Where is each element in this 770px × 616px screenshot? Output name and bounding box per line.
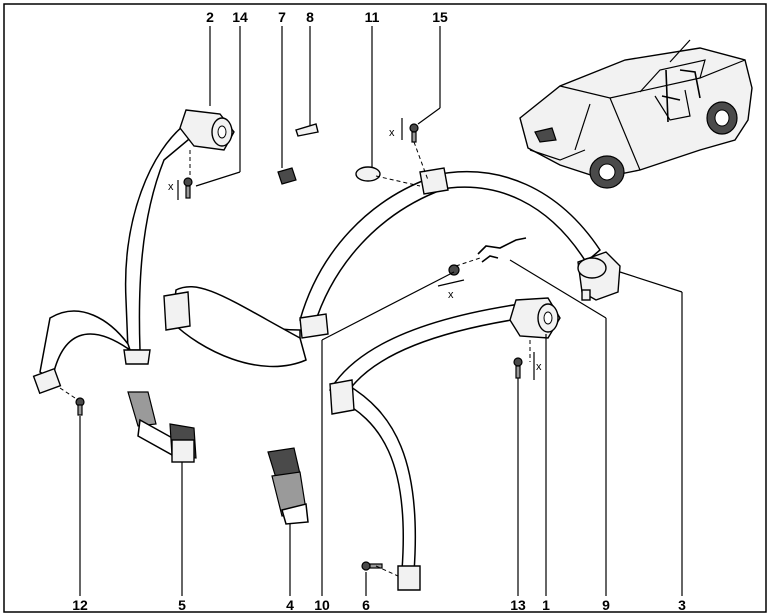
callout-8: 8: [306, 9, 314, 25]
callout-4: 4: [286, 597, 294, 613]
center-rear-belt: [163, 167, 601, 368]
marker-x-3: x: [536, 361, 542, 373]
callout-9: 9: [602, 597, 610, 613]
callout-labels: 2 14 7 8 11 15 12 5 4 10 6 13 1 9 3: [72, 9, 686, 613]
callout-7: 7: [278, 9, 286, 25]
center-retractor: [577, 251, 621, 301]
callout-6: 6: [362, 597, 370, 613]
callout-10: 10: [314, 597, 330, 613]
callout-11: 11: [365, 9, 380, 25]
callout-13: 13: [510, 597, 526, 613]
callout-14: 14: [232, 9, 248, 25]
callout-2: 2: [206, 9, 214, 25]
buckle-4: [267, 447, 309, 525]
callout-3: 3: [678, 597, 686, 613]
marker-x-1: x: [168, 181, 174, 193]
leader-lines: [79, 26, 683, 596]
torque-markers: x x x x: [168, 118, 542, 380]
marker-x-2: x: [389, 127, 395, 139]
left-rear-belt: [32, 109, 235, 395]
callout-12: 12: [72, 597, 88, 613]
buckle-5: [127, 391, 197, 463]
hardware-items: [75, 123, 527, 571]
callout-1: 1: [542, 597, 550, 613]
right-rear-belt: [328, 297, 561, 591]
callout-15: 15: [432, 9, 448, 25]
marker-x-4: x: [448, 289, 454, 301]
callout-5: 5: [178, 597, 186, 613]
car-illustration: [519, 39, 753, 189]
assembly-paths: [59, 141, 531, 577]
